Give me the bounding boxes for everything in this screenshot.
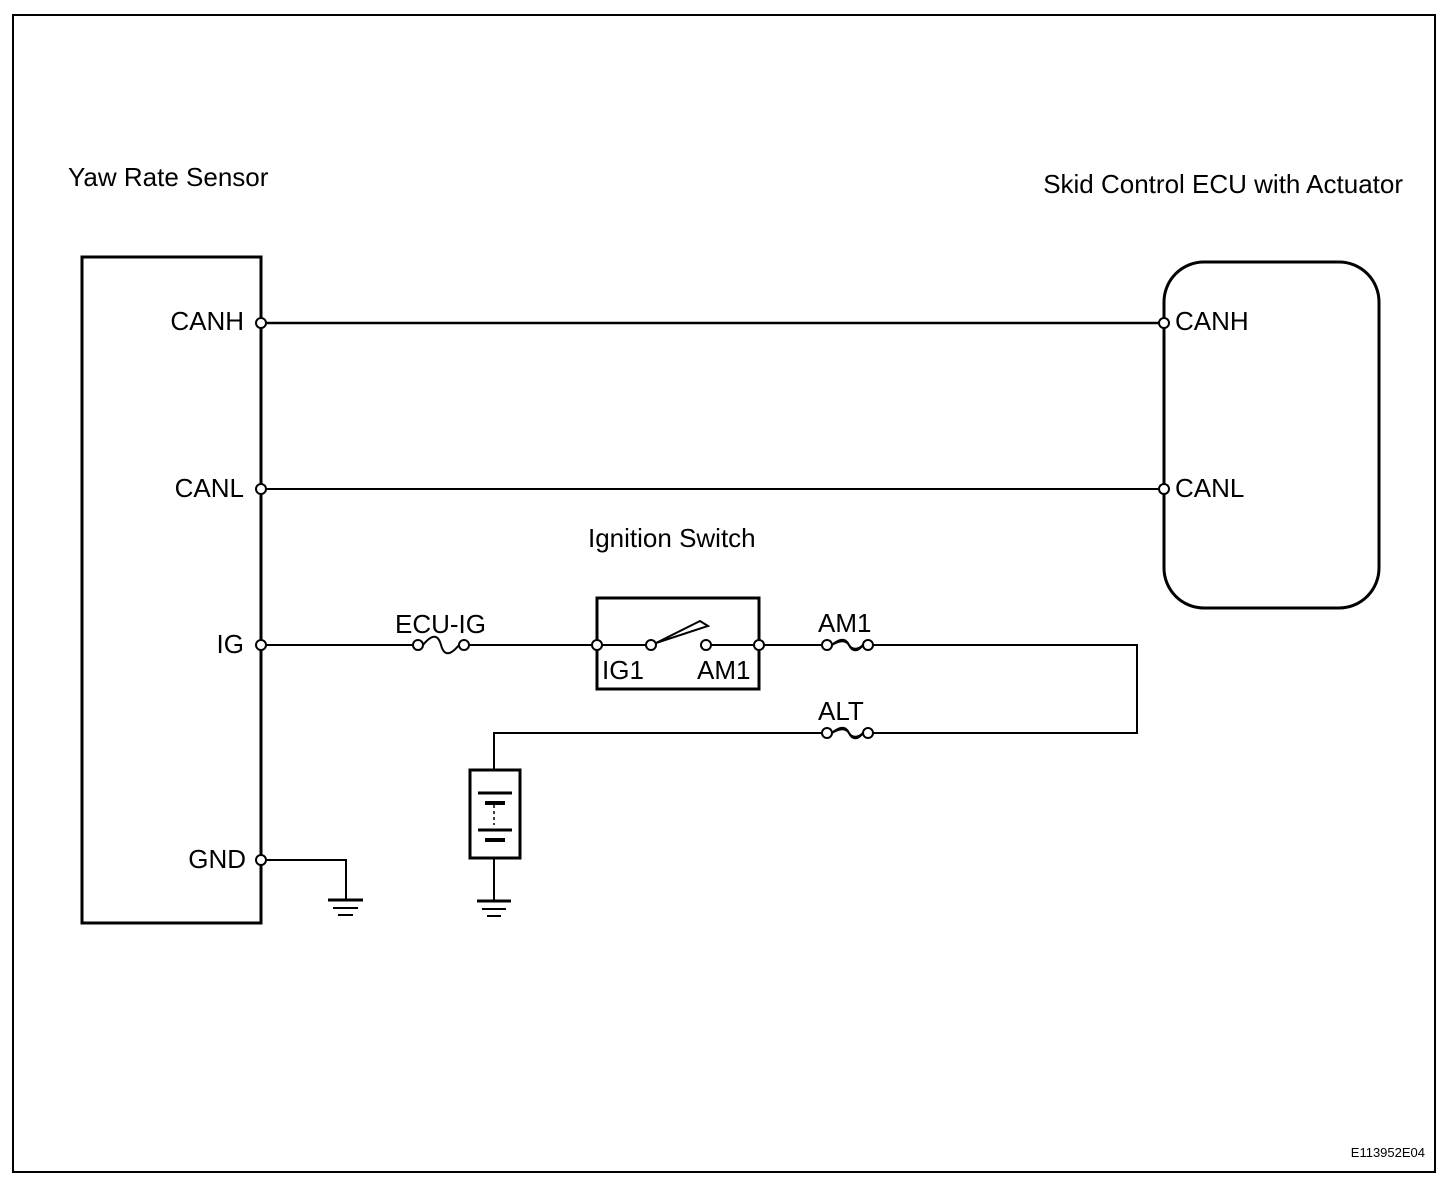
skid-ecu-title: Skid Control ECU with Actuator <box>1043 169 1403 199</box>
am1-fuse-label: AM1 <box>818 608 871 638</box>
yaw-terminal-ig <box>255 639 267 651</box>
yaw-terminal-gnd <box>255 854 267 866</box>
alt-fuse <box>821 726 874 740</box>
ecu-pin-canl-label: CANL <box>1175 473 1244 503</box>
battery-icon <box>468 768 522 860</box>
yaw-rate-sensor-box <box>80 255 263 925</box>
ecu-pin-canh-label: CANH <box>1175 306 1249 336</box>
yaw-terminal-canl <box>255 483 267 495</box>
am1-to-alt-wire <box>873 644 1138 734</box>
battery-ground-icon <box>477 899 511 917</box>
switch-terminal-am1 <box>753 639 765 651</box>
skid-ecu-box <box>1162 260 1381 610</box>
switch-terminal-ig1 <box>591 639 603 651</box>
sensor-ground-icon <box>328 898 363 916</box>
switch-terminal-ig1-label: IG1 <box>602 655 644 685</box>
switch-terminal-am1-label: AM1 <box>697 655 750 685</box>
am1-fuse <box>821 638 874 652</box>
yaw-pin-canh-label: CANH <box>170 306 244 336</box>
alt-to-battery-wire <box>493 732 822 770</box>
switch-contact <box>645 619 712 651</box>
diagram-frame <box>12 14 1436 1173</box>
yaw-pin-ig-label: IG <box>217 629 244 659</box>
alt-fuse-label: ALT <box>818 696 864 726</box>
yaw-pin-gnd-label: GND <box>188 844 246 874</box>
ignition-switch-label: Ignition Switch <box>588 523 756 553</box>
gnd-wire <box>266 859 347 899</box>
yaw-terminal-canh <box>255 317 267 329</box>
reference-code: E113952E04 <box>1351 1145 1425 1160</box>
yaw-rate-sensor-title: Yaw Rate Sensor <box>68 162 269 192</box>
ecu-terminal-canh <box>1158 317 1170 329</box>
ecu-terminal-canl <box>1158 483 1170 495</box>
ecu-ig-fuse-label: ECU-IG <box>395 609 486 639</box>
yaw-pin-canl-label: CANL <box>175 473 244 503</box>
ecu-ig-fuse <box>412 635 470 655</box>
